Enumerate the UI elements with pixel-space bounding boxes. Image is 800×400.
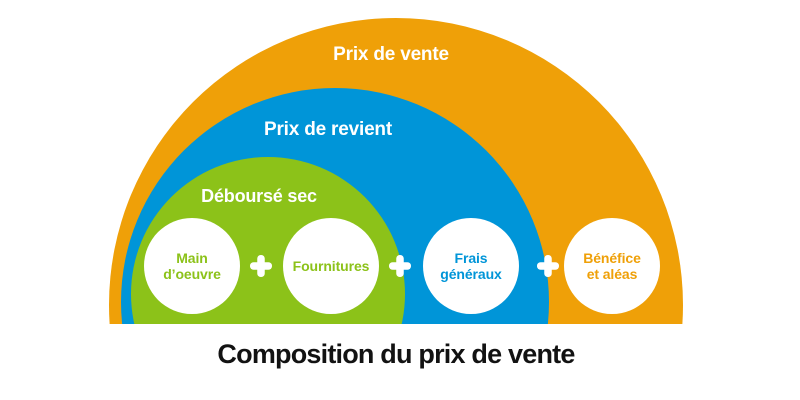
plus-icon bbox=[389, 255, 411, 277]
page-title: Composition du prix de vente bbox=[217, 339, 575, 369]
plus-icon bbox=[537, 255, 559, 277]
component-circle-main-doeuvre bbox=[144, 218, 240, 314]
ring-label-prix-de-vente: Prix de vente bbox=[333, 44, 449, 65]
ring-label-debourse-sec: Déboursé sec bbox=[201, 186, 317, 206]
ring-label-prix-de-revient: Prix de revient bbox=[264, 119, 392, 140]
component-circle-frais-generaux bbox=[423, 218, 519, 314]
component-label-line: d’oeuvre bbox=[163, 266, 221, 282]
component-label-line: Bénéfice bbox=[583, 250, 641, 266]
component-circle-fournitures bbox=[283, 218, 379, 314]
component-label-fournitures: Fournitures bbox=[283, 218, 379, 314]
component-label-benefice-aleas: Bénéfice et aléas bbox=[564, 218, 660, 314]
component-label-main-doeuvre: Main d’oeuvre bbox=[144, 218, 240, 314]
component-label-line: Frais bbox=[454, 250, 488, 266]
component-label-line: Main bbox=[176, 250, 208, 266]
component-label-line: généraux bbox=[440, 266, 502, 282]
component-label-frais-generaux: Frais généraux bbox=[423, 218, 519, 314]
component-label-line: et aléas bbox=[586, 266, 638, 282]
plus-icon bbox=[250, 255, 272, 277]
component-circle-benefice-aleas bbox=[564, 218, 660, 314]
component-label-line: Fournitures bbox=[292, 258, 370, 274]
